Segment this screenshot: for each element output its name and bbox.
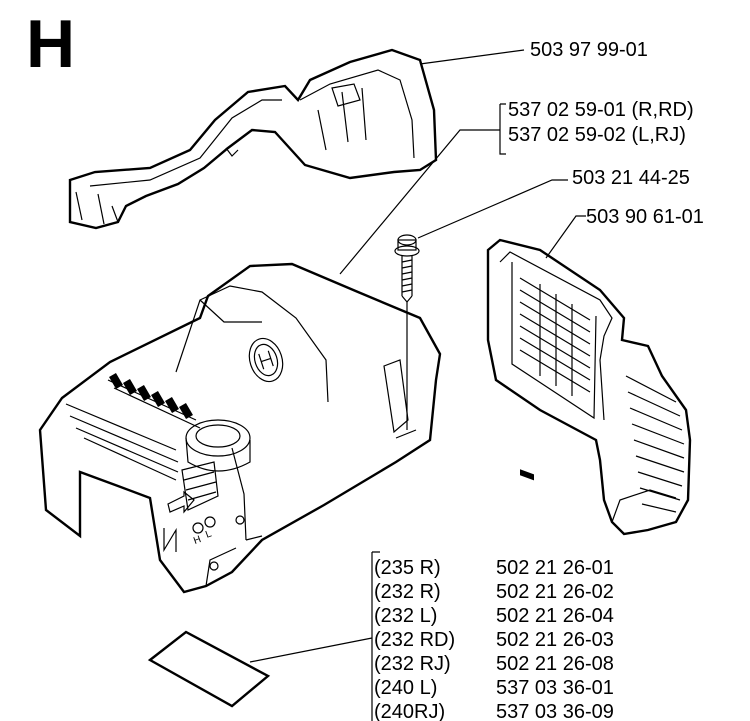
decal-part <box>147 630 271 708</box>
part-number: 502 21 26-08 <box>496 653 614 675</box>
table-row: (240RJ) 537 03 36-09 <box>374 702 674 721</box>
model-label: (235 R) <box>374 557 441 579</box>
callout-screw: 503 21 44-25 <box>572 167 690 189</box>
table-row: (232 R) 502 21 26-02 <box>374 582 674 606</box>
model-label: (240 L) <box>374 677 438 699</box>
model-label: (232 R) <box>374 581 441 603</box>
part-number: 502 21 26-02 <box>496 581 614 603</box>
callout-cover-left: 537 02 59-02 (L,RJ) <box>508 124 686 146</box>
top-cover-part <box>68 48 438 230</box>
table-row: (235 R) 502 21 26-01 <box>374 558 674 582</box>
model-label: (232 RJ) <box>374 653 451 675</box>
part-number: 502 21 26-01 <box>496 557 614 579</box>
air-filter-part <box>486 238 692 536</box>
table-row: (232 RD) 502 21 26-03 <box>374 630 674 654</box>
leader-lines <box>249 49 586 721</box>
callout-air-filter: 503 90 61-01 <box>586 206 704 228</box>
cylinder-cover-part <box>38 262 442 594</box>
model-label: (240RJ) <box>374 702 446 721</box>
table-row: (232 L) 502 21 26-04 <box>374 606 674 630</box>
table-row: (240 L) 537 03 36-01 <box>374 678 674 702</box>
part-number: 502 21 26-04 <box>496 605 614 627</box>
part-number: 537 03 36-01 <box>496 677 614 699</box>
table-row: (232 RJ) 502 21 26-08 <box>374 654 674 678</box>
part-number: 537 03 36-09 <box>496 702 614 721</box>
model-label: (232 RD) <box>374 629 456 651</box>
callout-cover-right: 537 02 59-01 (R,RD) <box>508 99 694 121</box>
screw-part <box>394 234 420 430</box>
model-label: (232 L) <box>374 605 438 627</box>
callout-top-cover: 503 97 99-01 <box>530 39 648 61</box>
section-letter: H <box>26 6 76 82</box>
part-number: 502 21 26-03 <box>496 629 614 651</box>
